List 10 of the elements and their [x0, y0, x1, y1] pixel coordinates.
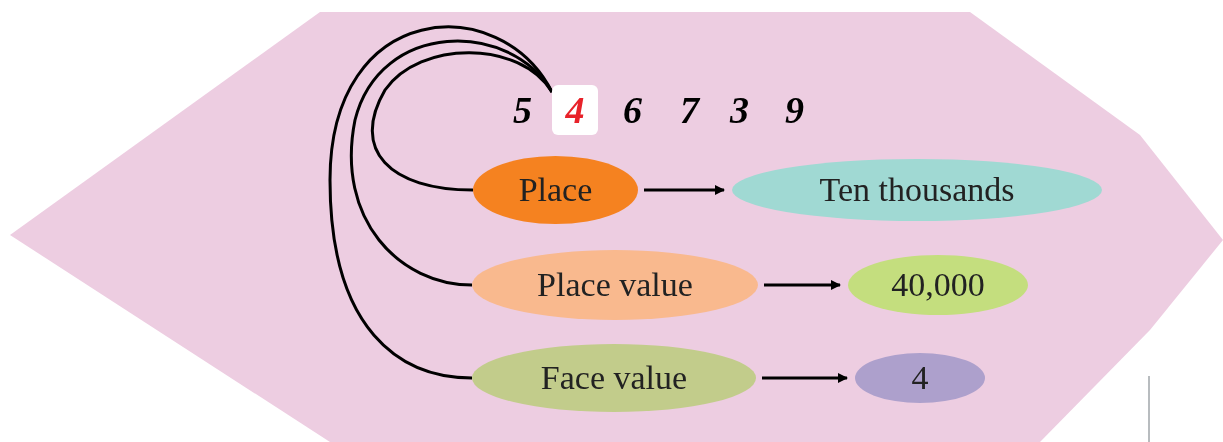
digit: 7: [680, 88, 699, 133]
digit: 3: [730, 88, 749, 133]
digit: 5: [513, 88, 532, 133]
digit: 9: [785, 88, 804, 133]
digit: 6: [623, 88, 642, 133]
curved-connector: [328, 25, 554, 380]
arrow: [644, 185, 725, 195]
arrow: [764, 280, 841, 290]
highlighted-digit-box: 4: [552, 85, 598, 135]
arrow: [762, 373, 848, 383]
